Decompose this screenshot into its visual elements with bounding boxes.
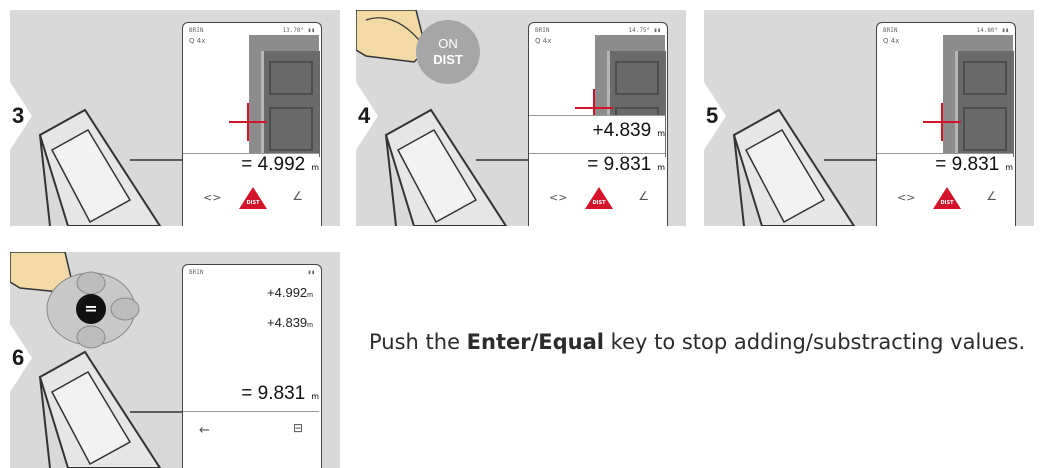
softkey-bar: <> DIST ∠ [529, 183, 665, 213]
zoom-indicator: Q 4x [883, 37, 899, 45]
result-unit: m [311, 392, 319, 401]
angle-icon: ∠ [986, 189, 997, 203]
crosshair-v [941, 103, 943, 141]
value-line-2: +4.839m [267, 315, 313, 330]
value-1: +4.992 [267, 285, 307, 300]
distance-icon: <> [549, 191, 567, 204]
dist-label: DIST [587, 200, 611, 206]
instruction-key: Enter/Equal [467, 330, 604, 354]
result-value: = 4.992 [241, 154, 311, 175]
distance-icon: <> [203, 191, 221, 204]
nav-dpad[interactable]: = [45, 270, 153, 356]
dist-label: DIST [241, 200, 265, 206]
status-left: BRIN [535, 27, 549, 34]
result-value: = 9.831 [587, 154, 657, 175]
result-unit: m [1005, 163, 1013, 172]
softkey-bar: <> DIST ∠ [877, 183, 1013, 213]
crosshair-v [247, 103, 249, 141]
softkey-bar: ← ⊟ [183, 415, 319, 445]
unit-1: m [307, 292, 313, 299]
instruction-after: key to stop adding/substracting values. [604, 330, 1025, 354]
step-number: 5 [706, 103, 718, 129]
value-2: +4.839 [267, 315, 307, 330]
status-right: ▮▮ [308, 269, 315, 276]
step-number: 6 [12, 345, 24, 371]
unit-2: m [307, 322, 313, 329]
distance-icon: <> [897, 191, 915, 204]
angle-icon: ∠ [292, 189, 303, 203]
camera-view [249, 35, 319, 161]
result-value: = 9.831 [241, 383, 311, 404]
softkey-bar: <> DIST ∠ [183, 183, 319, 213]
add-unit: m [657, 129, 665, 138]
instruction-before: Push the [369, 330, 467, 354]
back-arrow-icon[interactable]: ← [199, 423, 210, 438]
save-icon[interactable]: ⊟ [293, 421, 303, 435]
on-label: ON [416, 36, 480, 51]
instruction-text: Push the Enter/Equal key to stop adding/… [369, 328, 1029, 357]
angle-icon: ∠ [638, 189, 649, 203]
dist-label: DIST [935, 200, 959, 206]
dist-label: DIST [416, 52, 480, 67]
on-dist-button[interactable]: ON DIST [416, 20, 480, 84]
zoom-indicator: Q 4x [535, 37, 551, 45]
equal-key[interactable]: = [76, 294, 106, 324]
result-value: = 9.831 [935, 154, 1005, 175]
camera-view [943, 35, 1013, 161]
status-right: 14.75° ▮▮ [628, 27, 661, 34]
status-right: 13.70° ▮▮ [282, 27, 315, 34]
value-line-1: +4.992m [267, 285, 313, 300]
status-left: BRIN [883, 27, 897, 34]
status-left: BRIN [189, 27, 203, 34]
result-unit: m [657, 163, 665, 172]
step-number: 4 [358, 103, 370, 129]
zoom-indicator: Q 4x [189, 37, 205, 45]
status-right: 14.80° ▮▮ [976, 27, 1009, 34]
step-number: 3 [12, 103, 24, 129]
add-value: +4.839 [593, 120, 658, 141]
result-unit: m [311, 163, 319, 172]
status-left: BRIN [189, 269, 203, 276]
